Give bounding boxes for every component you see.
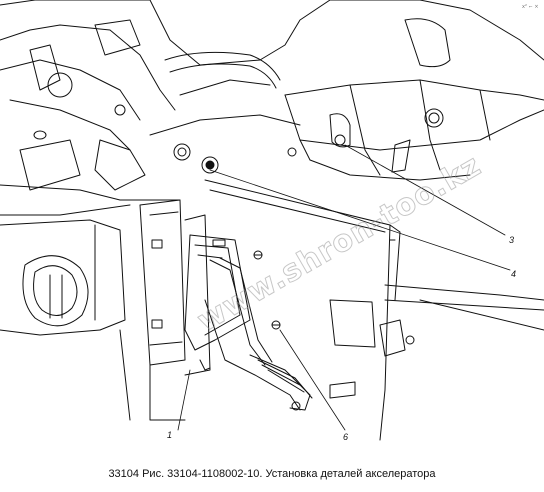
callout-3: 3	[509, 235, 514, 245]
left-footwell-panel	[0, 219, 126, 336]
dashboard-panel	[0, 0, 544, 216]
fastener-bolts	[201, 134, 346, 330]
figure-caption: 33104 Рис. 33104-1108002-10. Установка д…	[108, 468, 436, 480]
corner-mark: x² ⌐ ×	[522, 4, 539, 10]
center-bracket	[119, 199, 211, 421]
callout-leaders	[177, 144, 511, 431]
callout-4: 4	[511, 269, 516, 279]
accelerator-pedal-assembly	[184, 234, 313, 411]
floor-side-panel	[204, 179, 544, 441]
callout-6: 6	[343, 432, 348, 442]
callout-1: 1	[167, 430, 172, 440]
